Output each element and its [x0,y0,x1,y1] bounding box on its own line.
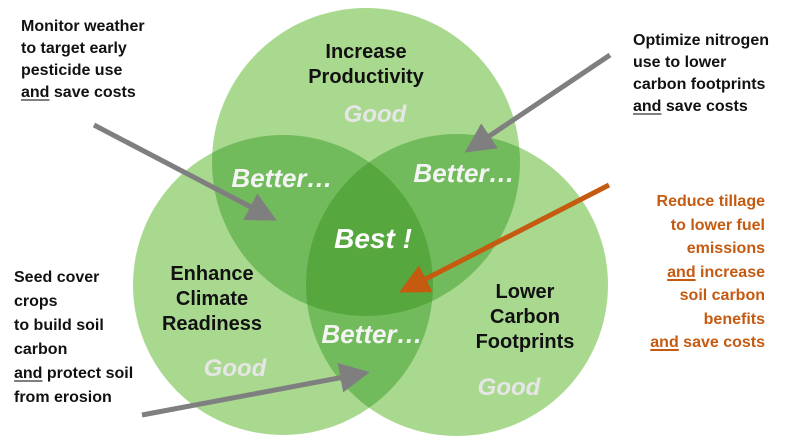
note-line: emissions [686,240,765,257]
arrow-tillage [399,182,611,293]
note-line: use to lower [633,54,727,71]
note-line: from erosion [14,389,112,406]
note-line: Monitor weather [21,18,145,35]
label-enhance-climate-readiness: Enhance Climate Readiness [150,262,274,337]
arrow-cover-crops [141,362,370,418]
tier-good-left: Good [203,355,267,382]
tier-better-top-right: Better… [413,158,515,188]
label-line: Climate [175,288,249,310]
and-emphasis: and [667,263,696,281]
note-line: to lower fuel [670,216,765,234]
note-tail: save costs [661,98,748,115]
note-tail: protect soil [42,365,134,382]
label-line: Footprints [475,331,575,353]
note-line: carbon [14,341,68,358]
note-line: carbon footprints [633,76,766,93]
and-emphasis: and [14,365,43,382]
note-line: to build soil [14,317,104,334]
note-line: and save costs [633,96,769,118]
note-line: and increase [650,261,765,285]
label-increase-productivity: Increase Productivity [296,40,436,90]
overlap-center [306,135,433,316]
label-line: Carbon [490,306,560,328]
note-line: Seed cover [14,269,100,286]
note-line: and save costs [21,82,145,104]
note-tail: increase [695,263,765,281]
note-line: and protect soil [14,362,133,386]
label-line: Productivity [308,66,424,88]
note-tail: save costs [49,84,136,101]
arrow-nitrogen [464,52,612,153]
tier-best-center: Best ! [334,223,412,254]
note-line: to target early [21,40,127,57]
tier-good-top: Good [343,101,407,128]
and-emphasis: and [21,84,50,101]
and-emphasis: and [633,98,662,115]
note-line: soil carbon [679,287,765,304]
note-monitor-weather: Monitor weather to target early pesticid… [21,16,145,104]
note-line: pesticide use [21,62,123,79]
and-emphasis: and [650,334,679,351]
label-line: Lower [495,281,555,303]
note-reduce-tillage: Reduce tillage to lower fuel emissions a… [650,190,765,355]
note-line: Reduce tillage [656,193,765,210]
tier-better-bottom: Better… [321,319,423,349]
note-line: benefits [703,310,765,328]
note-line: and save costs [650,331,765,355]
label-lower-carbon-footprints: Lower Carbon Footprints [460,280,590,355]
note-line: Optimize nitrogen [633,32,769,49]
note-seed-cover-crops: Seed cover crops to build soil carbon an… [14,266,133,410]
label-line: Increase [325,41,407,63]
label-line: Readiness [161,313,263,335]
note-tail: save costs [678,334,765,351]
arrow-weather [92,122,277,221]
tier-good-right: Good [477,374,541,401]
label-line: Enhance [170,263,254,285]
note-optimize-nitrogen: Optimize nitrogen use to lower carbon fo… [633,30,769,118]
tier-better-top-left: Better… [231,163,333,193]
note-line: crops [14,293,58,310]
